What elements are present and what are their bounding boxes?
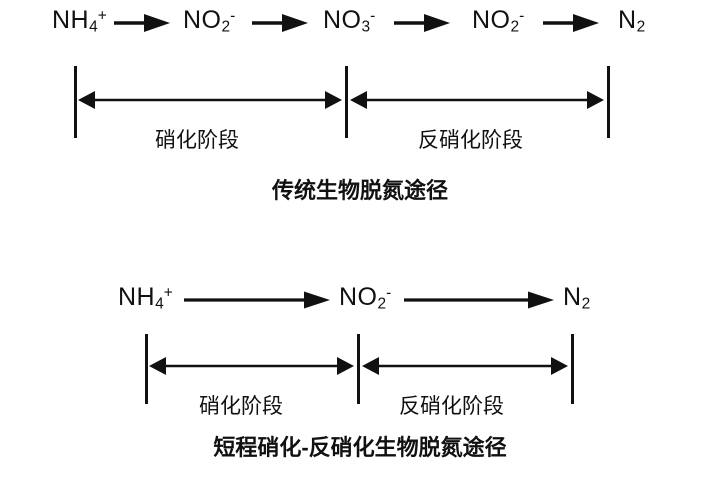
species-base: N — [563, 283, 582, 311]
species-base: NO — [183, 6, 222, 34]
species-no2: NO2- — [339, 285, 391, 312]
diagram-caption-shortcut: 短程硝化-反硝化生物脱氮途径 — [213, 435, 507, 460]
species-subscript: 2 — [221, 18, 231, 36]
stage-label-denitrification: 反硝化阶段 — [418, 129, 523, 152]
species-superscript: + — [163, 284, 173, 302]
reaction-arrow-3 — [394, 12, 450, 34]
species-row: NH4+ NO2- N2 — [0, 277, 720, 323]
species-base: NO — [323, 6, 362, 34]
diagram-caption-traditional: 传统生物脱氮途径 — [271, 178, 448, 203]
species-nh4: NH4+ — [118, 285, 173, 312]
species-base: N — [618, 6, 637, 34]
species-base: NO — [472, 6, 511, 34]
species-nh4: NH4+ — [52, 8, 107, 35]
span-arrow-denitrification — [350, 88, 604, 112]
stage-label-nitrification: 硝化阶段 — [199, 395, 283, 418]
reaction-arrow-1 — [184, 289, 330, 311]
tick-mark-left — [74, 66, 77, 138]
tick-mark-middle — [345, 66, 348, 138]
species-subscript: 2 — [581, 295, 591, 313]
species-superscript: - — [370, 7, 376, 25]
species-subscript: 4 — [155, 295, 164, 313]
species-base: NH — [52, 6, 90, 34]
species-subscript: 2 — [636, 18, 646, 36]
stage-ruler: 硝化阶段 反硝化阶段 — [0, 60, 720, 160]
species-base: NH — [118, 283, 156, 311]
tick-mark-middle — [357, 334, 360, 404]
tick-mark-left — [145, 334, 148, 404]
diagram-traditional-pathway: NH4+ NO2- NO3- NO2- — [0, 0, 720, 230]
species-subscript: 3 — [361, 18, 371, 36]
span-arrow-denitrification — [362, 354, 568, 378]
species-n2: N2 — [618, 8, 645, 35]
species-no3: NO3- — [323, 8, 375, 35]
diagram-shortcut-pathway: NH4+ NO2- N2 硝化阶段 反硝化阶段 短程硝 — [0, 255, 720, 494]
species-superscript: - — [519, 7, 525, 25]
species-subscript: 2 — [377, 295, 387, 313]
species-superscript: + — [97, 7, 107, 25]
species-superscript: - — [230, 7, 236, 25]
stage-label-nitrification: 硝化阶段 — [155, 129, 239, 152]
reaction-arrow-2 — [404, 289, 554, 311]
species-row: NH4+ NO2- NO3- NO2- — [0, 0, 720, 46]
stage-ruler: 硝化阶段 反硝化阶段 — [0, 328, 720, 428]
species-superscript: - — [386, 284, 392, 302]
reaction-arrow-2 — [252, 12, 308, 34]
species-n2: N2 — [563, 285, 590, 312]
span-arrow-nitrification — [78, 88, 342, 112]
species-no2-a: NO2- — [183, 8, 235, 35]
stage-label-denitrification: 反硝化阶段 — [399, 395, 504, 418]
reaction-arrow-4 — [543, 12, 599, 34]
tick-mark-right — [607, 66, 610, 138]
span-arrow-nitrification — [149, 354, 354, 378]
species-subscript: 4 — [89, 18, 98, 36]
species-no2-b: NO2- — [472, 8, 524, 35]
tick-mark-right — [571, 334, 574, 404]
species-base: NO — [339, 283, 378, 311]
species-subscript: 2 — [510, 18, 520, 36]
reaction-arrow-1 — [114, 12, 170, 34]
